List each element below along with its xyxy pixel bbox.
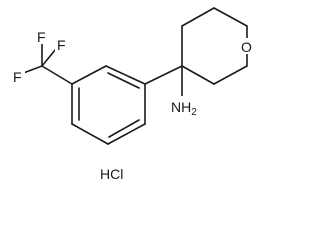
bond-thp-6 bbox=[181, 65, 215, 85]
bond-ring-5-6 bbox=[71, 123, 109, 145]
bond-ring-4-5 bbox=[107, 123, 146, 145]
salt-label-hcl: HCl bbox=[100, 166, 123, 182]
atom-labels: F F F O NH2 bbox=[11, 28, 255, 118]
bond-thp-5 bbox=[213, 65, 248, 85]
atom-fluorine-1: F bbox=[13, 69, 22, 85]
bond-ring-double-b bbox=[107, 72, 140, 89]
bond-ring-1-2 bbox=[71, 65, 107, 85]
bonds bbox=[17, 7, 248, 145]
bond-ring-double-c bbox=[108, 119, 140, 138]
atom-fluorine-3: F bbox=[57, 37, 66, 53]
amine-subscript-2: 2 bbox=[191, 107, 197, 118]
chemical-structure-diagram: F F F O NH2 HCl bbox=[11, 7, 255, 182]
atom-amine: NH2 bbox=[171, 99, 197, 118]
bond-cf3-ring bbox=[41, 65, 73, 85]
bond-ring-quaternary bbox=[144, 65, 183, 85]
bond-thp-2 bbox=[181, 7, 215, 27]
bond-ring-2-3 bbox=[105, 65, 146, 85]
amine-nh-text: NH bbox=[171, 99, 191, 115]
bond-thp-3 bbox=[213, 7, 248, 27]
atom-fluorine-2: F bbox=[37, 29, 46, 45]
atom-oxygen: O bbox=[241, 39, 252, 55]
